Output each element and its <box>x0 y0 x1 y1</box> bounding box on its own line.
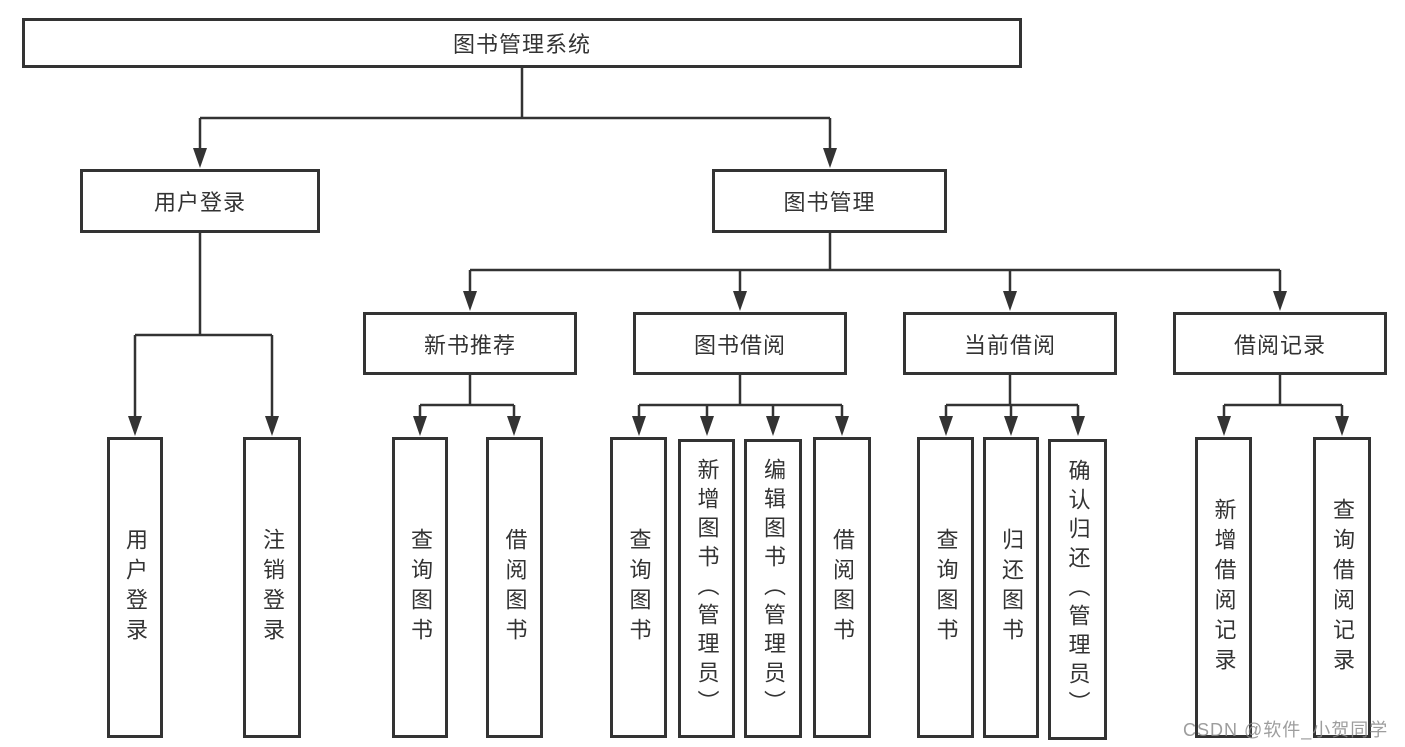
node-borrowing-records-label: 借阅记录 <box>1233 332 1326 358</box>
node-book-management: 图书管理 <box>712 169 947 233</box>
leaf-edit-book-admin: 编辑图书（管理员） <box>744 439 802 738</box>
leaf-recommend-query-books: 查询图书 <box>392 437 448 738</box>
node-root-system-label: 图书管理系统 <box>452 32 591 57</box>
csdn-watermark: CSDN @软件_小贺同学 <box>1183 720 1389 740</box>
leaf-logout-label: 注销登录 <box>260 527 285 648</box>
node-current-borrowing: 当前借阅 <box>903 312 1117 375</box>
leaf-recommend-query-books-label: 查询图书 <box>408 527 433 648</box>
leaf-borrowing-query-books-label: 查询图书 <box>626 527 652 648</box>
leaf-borrowing-borrow-books-label: 借阅图书 <box>830 527 855 648</box>
node-root-system: 图书管理系统 <box>22 18 1022 68</box>
leaf-current-query-books-label: 查询图书 <box>933 527 959 648</box>
node-user-login: 用户登录 <box>80 169 320 233</box>
leaf-query-borrow-record: 查询借阅记录 <box>1313 437 1371 738</box>
node-user-login-label: 用户登录 <box>153 190 246 215</box>
node-borrowing-records: 借阅记录 <box>1173 312 1387 375</box>
node-new-book-recommend-label: 新书推荐 <box>423 332 516 358</box>
leaf-current-query-books: 查询图书 <box>917 437 974 738</box>
leaf-confirm-return-admin: 确认归还（管理员） <box>1048 439 1107 740</box>
leaf-recommend-borrow-books: 借阅图书 <box>486 437 543 738</box>
node-book-borrowing-label: 图书借阅 <box>693 332 786 358</box>
leaf-recommend-borrow-books-label: 借阅图书 <box>502 527 528 648</box>
node-book-management-label: 图书管理 <box>783 190 876 215</box>
leaf-query-borrow-record-label: 查询借阅记录 <box>1330 497 1355 678</box>
leaf-return-books-label: 归还图书 <box>999 527 1024 648</box>
leaf-add-book-admin-label: 新增图书（管理员） <box>694 458 720 719</box>
node-current-borrowing-label: 当前借阅 <box>963 332 1056 358</box>
leaf-user-login-label: 用户登录 <box>123 527 148 648</box>
leaf-confirm-return-admin-label: 确认归还（管理员） <box>1065 459 1091 720</box>
leaf-return-books: 归还图书 <box>983 437 1039 738</box>
leaf-user-login: 用户登录 <box>107 437 163 738</box>
leaf-add-book-admin: 新增图书（管理员） <box>678 439 735 738</box>
leaf-logout: 注销登录 <box>243 437 301 738</box>
leaf-borrowing-borrow-books: 借阅图书 <box>813 437 871 738</box>
node-book-borrowing: 图书借阅 <box>633 312 847 375</box>
leaf-add-borrow-record: 新增借阅记录 <box>1195 437 1252 738</box>
leaf-edit-book-admin-label: 编辑图书（管理员） <box>761 458 786 719</box>
leaf-borrowing-query-books: 查询图书 <box>610 437 667 738</box>
leaf-add-borrow-record-label: 新增借阅记录 <box>1211 497 1237 678</box>
node-new-book-recommend: 新书推荐 <box>363 312 577 375</box>
